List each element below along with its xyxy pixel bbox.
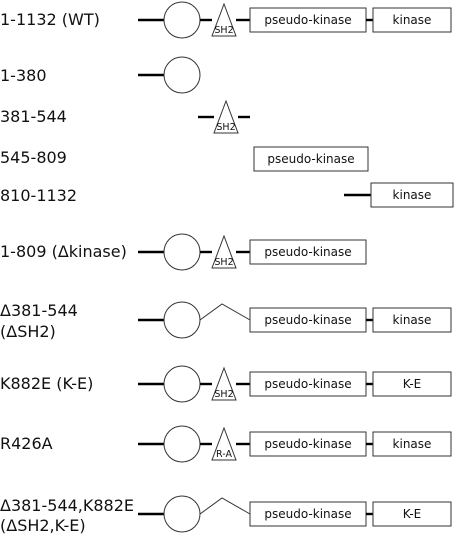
sh2-label: SH2 <box>214 257 233 268</box>
kinase-mutant-label: K-E <box>403 377 422 391</box>
construct-row-r426a: R426A R-A pseudo-kinase kinase <box>0 425 452 463</box>
deletion-marker <box>199 303 251 321</box>
label-wt: 1-1132 (WT) <box>0 10 100 29</box>
kinase-mutant-domain <box>372 501 452 527</box>
pseudo-kinase-domain <box>249 239 367 265</box>
label-1-809: 1-809 (Δkinase) <box>0 242 127 261</box>
sh2-domain <box>211 366 237 401</box>
label-delta-sh2-line2: (ΔSH2) <box>0 322 56 341</box>
sh2-domain <box>213 99 239 134</box>
pseudo-kinase-label: pseudo-kinase <box>264 313 351 327</box>
construct-row-1-380: 1-380 <box>0 56 201 94</box>
kinase-domain <box>370 182 454 208</box>
pseudo-kinase-domain <box>249 371 367 397</box>
kinase-label: kinase <box>393 188 432 202</box>
pseudo-kinase-domain <box>253 146 369 172</box>
construct-row-810-1132: 810-1132 kinase <box>0 182 454 208</box>
construct-row-wt: 1-1132 (WT) SH2 pseudo-kinase kinase <box>0 1 452 39</box>
n-terminal-domain <box>163 365 201 403</box>
pseudo-kinase-label: pseudo-kinase <box>264 437 351 451</box>
sh2-mutant-label: R-A <box>216 449 232 460</box>
construct-row-k882e: K882E (K-E) SH2 pseudo-kinase K-E <box>0 365 452 403</box>
construct-row-545-809: 545-809 pseudo-kinase <box>0 146 369 172</box>
construct-row-1-809: 1-809 (Δkinase) SH2 pseudo-kinase <box>0 233 367 271</box>
pseudo-kinase-domain <box>249 307 367 333</box>
kinase-label: kinase <box>393 13 432 27</box>
construct-row-delta-sh2-k882e: Δ381-544,K882E (ΔSH2,K-E) pseudo-kinase … <box>0 495 452 535</box>
pseudo-kinase-label: pseudo-kinase <box>264 507 351 521</box>
pseudo-kinase-domain <box>249 501 367 527</box>
label-delta-sh2-k882e-line1: Δ381-544,K882E <box>0 496 134 515</box>
pseudo-kinase-domain <box>249 7 367 33</box>
construct-row-381-544: 381-544 SH2 <box>0 99 250 134</box>
pseudo-kinase-label: pseudo-kinase <box>264 245 351 259</box>
label-delta-sh2-line1: Δ381-544 <box>0 301 78 320</box>
kinase-label: kinase <box>393 437 432 451</box>
pseudo-kinase-label: pseudo-kinase <box>264 377 351 391</box>
label-r426a: R426A <box>0 434 53 453</box>
sh2-label: SH2 <box>216 122 235 133</box>
label-delta-sh2-k882e-line2: (ΔSH2,K-E) <box>0 516 86 535</box>
sh2-domain <box>211 234 237 269</box>
deletion-marker <box>199 497 251 515</box>
n-terminal-domain <box>163 56 201 94</box>
label-810-1132: 810-1132 <box>0 186 77 205</box>
sh2-label: SH2 <box>214 25 233 36</box>
construct-row-delta-sh2: Δ381-544 (ΔSH2) pseudo-kinase kinase <box>0 301 452 341</box>
label-1-380: 1-380 <box>0 66 47 85</box>
pseudo-kinase-label: pseudo-kinase <box>267 152 354 166</box>
pseudo-kinase-label: pseudo-kinase <box>264 13 351 27</box>
sh2-mutant-domain <box>211 426 237 461</box>
sh2-domain <box>211 2 237 37</box>
label-381-544: 381-544 <box>0 107 67 126</box>
n-terminal-domain <box>163 301 201 339</box>
kinase-mutant-label: K-E <box>403 507 422 521</box>
kinase-label: kinase <box>393 313 432 327</box>
label-545-809: 545-809 <box>0 148 67 167</box>
sh2-label: SH2 <box>214 389 233 400</box>
n-terminal-domain <box>163 233 201 271</box>
n-terminal-domain <box>163 425 201 463</box>
n-terminal-domain <box>163 1 201 39</box>
label-k882e: K882E (K-E) <box>0 374 93 393</box>
kinase-domain <box>372 7 452 33</box>
kinase-domain <box>372 307 452 333</box>
n-terminal-domain <box>163 495 201 533</box>
kinase-mutant-domain <box>372 371 452 397</box>
kinase-domain <box>372 431 452 457</box>
